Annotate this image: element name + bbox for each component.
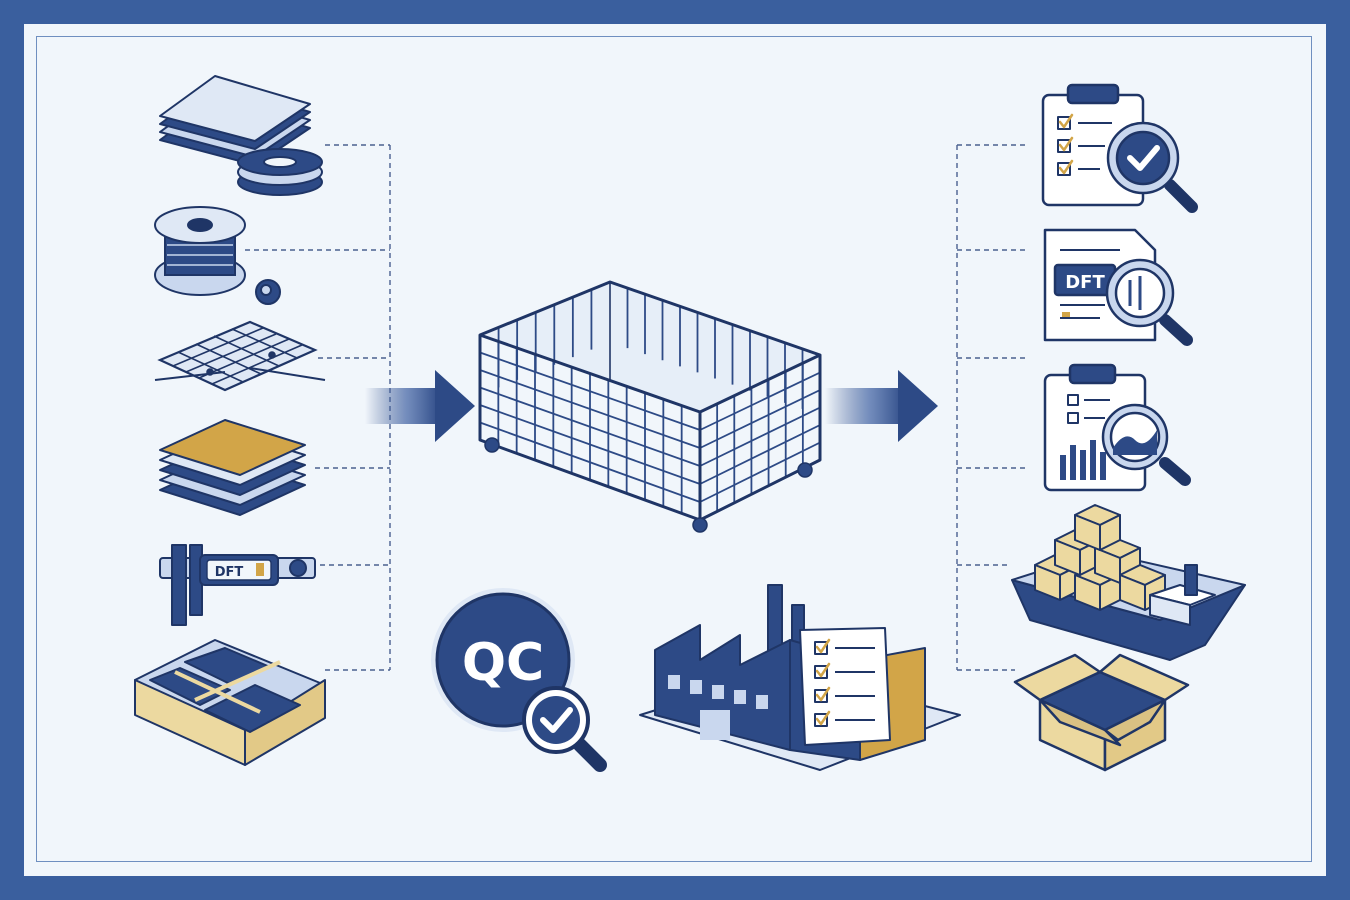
dft-report-label: DFT — [1065, 272, 1105, 293]
wire-mesh-panel-icon — [154, 320, 326, 392]
cargo-ship-boxes-icon — [1011, 504, 1246, 661]
inner-border — [36, 36, 1312, 862]
layered-coating-sheets-icon — [159, 419, 306, 516]
factory-with-checklist-icon — [639, 584, 961, 771]
qc-magnifier-check-icon: QC — [431, 588, 607, 772]
partitioned-box-icon — [134, 639, 326, 766]
dft-caliper-gauge-icon: DFT — [159, 544, 316, 626]
wire-spool-icon — [154, 206, 281, 305]
output-connector-bracket — [956, 144, 1025, 671]
dft-gauge-label: DFT — [215, 565, 244, 580]
inspection-clipboard-magnifier-icon — [1041, 83, 1198, 213]
dft-report-magnifier-icon: DFT — [1043, 228, 1193, 346]
wire-mesh-basket-icon — [478, 280, 822, 533]
sheet-stack-and-coil-icon — [159, 75, 323, 196]
output-flow-arrow — [825, 370, 938, 442]
input-flow-arrow — [365, 370, 475, 442]
qc-badge-label: QC — [462, 633, 544, 693]
chart-clipboard-magnifier-icon — [1043, 363, 1191, 492]
open-shipping-box-icon — [1013, 653, 1190, 772]
